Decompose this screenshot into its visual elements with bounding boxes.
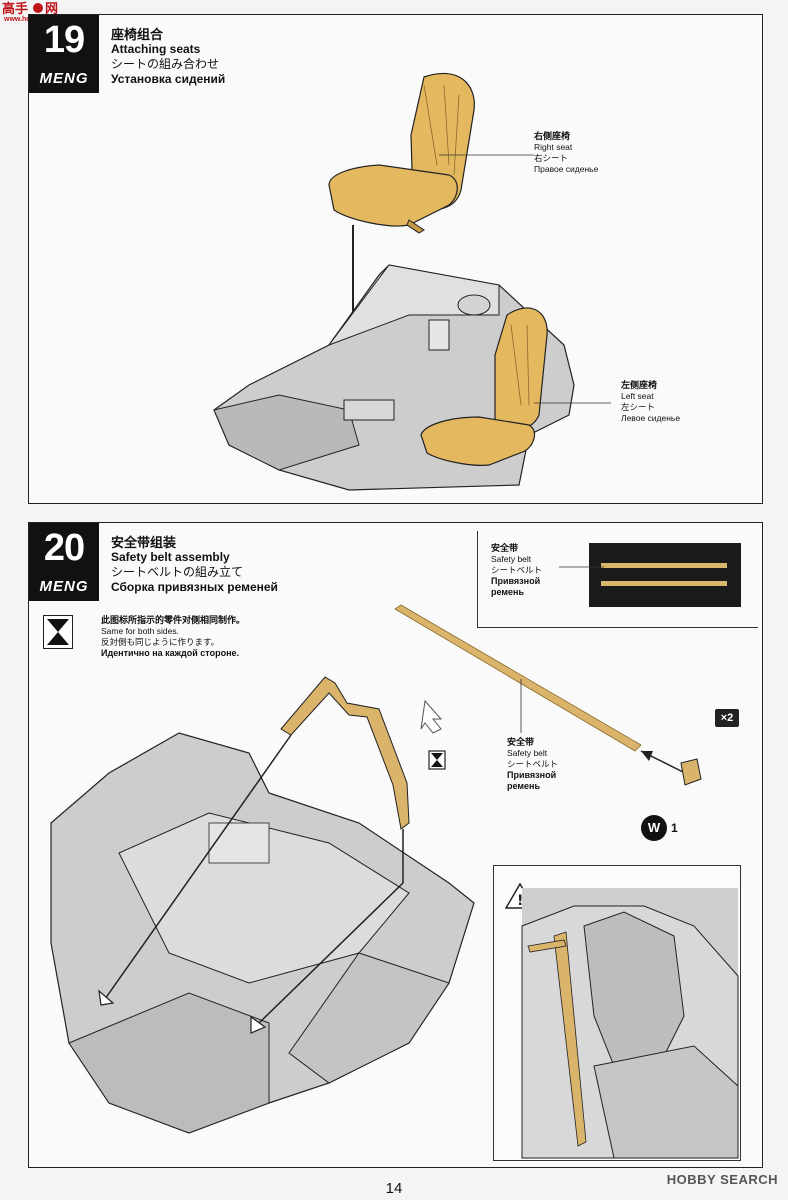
- left-seat-en: Left seat: [621, 391, 654, 401]
- belt-label-zh: 安全带: [507, 737, 535, 747]
- symmetry-note-ja: 反対側も同じように作ります。: [101, 637, 220, 647]
- belt-label-ru1: Привязной: [507, 770, 557, 780]
- part-label-ru2: ремень: [491, 587, 525, 597]
- part-label-zh: 安全带: [491, 543, 519, 553]
- belt-label: 安全带 Safety belt シートベルト Привязной ремень: [507, 737, 558, 792]
- left-seat-ru: Левое сиденье: [621, 413, 681, 423]
- symmetry-hourglass-icon: [47, 619, 69, 645]
- part-label: 安全带 Safety belt シートベルト Привязной ремень: [491, 543, 542, 598]
- svg-text:高手: 高手: [2, 1, 28, 17]
- svg-text:!: !: [517, 893, 523, 909]
- left-seat-label: 左侧座椅 Left seat 左シート Левое сиденье: [621, 380, 680, 424]
- right-seat-zh: 右侧座椅: [534, 131, 571, 141]
- step-20-panel: 20 MENG 安全带组装 Safety belt assembly シートベル…: [28, 522, 763, 1168]
- brand-logo: MENG: [39, 70, 89, 87]
- step-title: 安全带组装 Safety belt assembly シートベルトの組み立て С…: [111, 535, 278, 595]
- right-seat-drawing: [328, 72, 475, 234]
- belt-label-ja: シートベルト: [507, 759, 559, 769]
- part-label-ja: シートベルト: [491, 565, 543, 575]
- view-arrow-icon: [420, 699, 443, 734]
- svg-text:网: 网: [45, 2, 58, 17]
- symmetry-note-ru: Идентично на каждой стороне.: [101, 648, 240, 658]
- step-number: 20: [43, 527, 85, 569]
- belt-label-ru2: ремень: [507, 781, 541, 791]
- symmetry-note-en: Same for both sides.: [101, 626, 179, 636]
- quantity-badge: ×2: [715, 709, 739, 727]
- step-number-box: 19 MENG: [29, 15, 99, 93]
- title-en: Safety belt assembly: [111, 550, 230, 564]
- symmetry-note: 此图标所指示的零件对侧相同制作。 Same for both sides. 反対…: [101, 615, 245, 659]
- right-seat-label: 右侧座椅 Right seat 右シート Правое сиденье: [534, 131, 598, 175]
- title-zh: 座椅组合: [111, 27, 164, 42]
- title-ru: Сборка привязных ременей: [111, 580, 278, 594]
- title-ja: シートベルトの組み立て: [111, 565, 244, 579]
- symmetry-note-zh: 此图标所指示的零件对侧相同制作。: [101, 615, 246, 625]
- belt-drawing: [280, 676, 410, 830]
- detail-view-illustration: !: [504, 882, 739, 1159]
- symmetry-icon: [428, 750, 446, 770]
- belt-strip: [601, 581, 727, 586]
- left-seat-zh: 左侧座椅: [621, 380, 658, 390]
- step-number: 19: [43, 19, 85, 61]
- right-seat-ru: Правое сиденье: [534, 164, 599, 174]
- symmetry-icon: [43, 615, 73, 649]
- chassis-drawing: [50, 732, 475, 1134]
- title-zh: 安全带组装: [111, 535, 177, 550]
- brand-logo: MENG: [39, 578, 89, 595]
- title-en: Attaching seats: [111, 42, 201, 56]
- hobbyshow-logo-icon: 高手 网: [2, 1, 58, 17]
- hobbysearch-watermark: HOBBY SEARCH: [666, 1172, 778, 1187]
- title-ru: Установка сидений: [111, 72, 226, 86]
- part-label-ru1: Привязной: [491, 576, 541, 586]
- belt-detail: [553, 931, 587, 1147]
- left-seat-ja: 左シート: [621, 402, 656, 412]
- buckle-part: [680, 758, 702, 786]
- photo-etch-sheet: [589, 543, 741, 607]
- right-seat-ja: 右シート: [534, 153, 569, 163]
- part-num: 1: [671, 821, 678, 835]
- part-label-en: Safety belt: [491, 554, 532, 564]
- step-title: 座椅组合 Attaching seats シートの組み合わせ Установка…: [111, 27, 225, 87]
- belt-strip: [601, 563, 727, 568]
- title-ja: シートの組み合わせ: [111, 57, 220, 71]
- left-seat-drawing: [420, 307, 548, 466]
- belt-label-en: Safety belt: [507, 748, 548, 758]
- part-code: W: [641, 815, 667, 841]
- page-number: 14: [385, 1180, 403, 1197]
- right-seat-en: Right seat: [534, 142, 573, 152]
- step-19-illustration: [213, 72, 611, 491]
- detail-view-box: !: [493, 865, 741, 1161]
- step-number-box: 20 MENG: [29, 523, 99, 601]
- step-19-panel: 19 MENG 座椅组合 Attaching seats シートの組み合わせ У…: [28, 14, 763, 504]
